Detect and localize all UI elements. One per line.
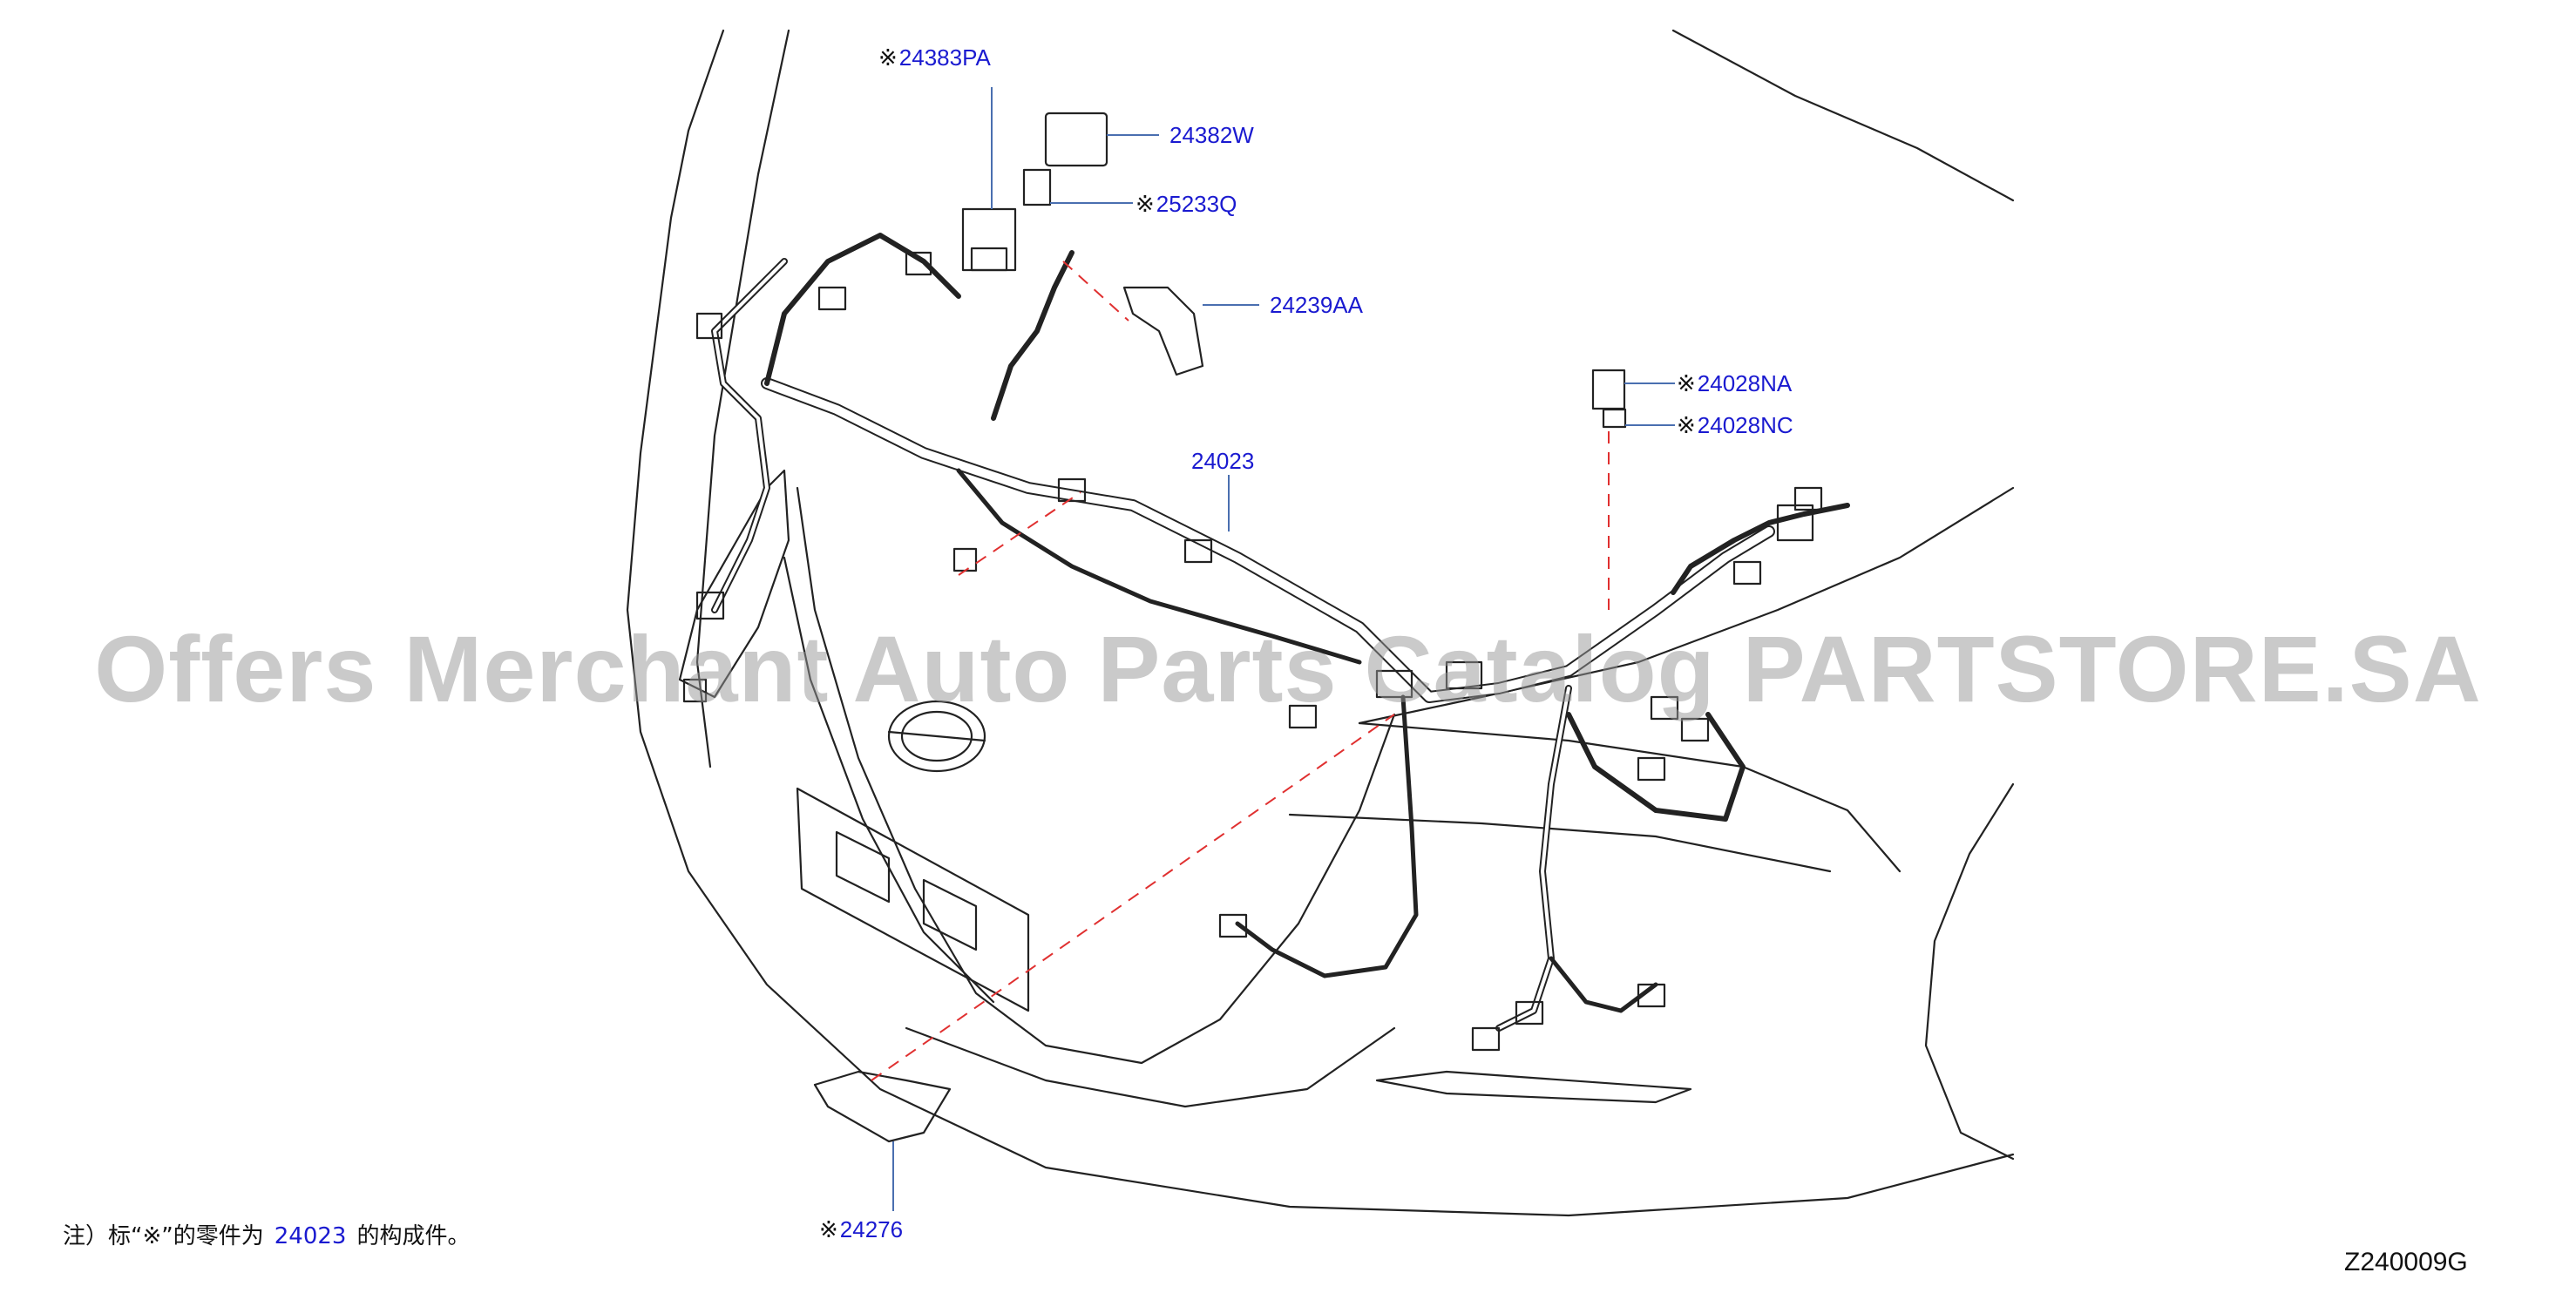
emblem-inner [900,710,973,762]
plate-hole-right [922,878,978,951]
fender-wheel [1924,782,2015,1161]
harness-mid-branch [956,468,1362,665]
headlamp-left [678,469,790,699]
callout-24239aa[interactable]: 24239AA [1270,292,1363,318]
fog-lamp-right [1375,1070,1692,1104]
plate-frame [796,787,1030,1012]
callout-24383pa[interactable]: ※24383PA [878,44,991,71]
hood-inner-left [695,29,790,768]
fender-top [1671,29,2015,202]
relay-24382w [1044,112,1108,167]
grille-inner [783,556,995,1004]
connector-24028na [1591,369,1626,410]
dashed-bracket-to-harness [1062,261,1129,322]
footnote: 注）标“※”的零件为 24023 的构成件。 [63,1218,471,1250]
footnote-middle: ”的零件为 [161,1223,264,1249]
bumper-line [1288,813,1832,873]
footnote-symbol: ※ [142,1223,162,1249]
harness-right-loop [1566,712,1746,822]
plate-hole-left [835,830,891,904]
hood-left-edge [626,29,2015,1217]
bracket-24276 [813,1070,952,1143]
callout-25233q[interactable]: ※25233Q [1135,191,1237,217]
fender-right [1358,486,2015,725]
harness-lower-branch [1235,694,1419,978]
dashed-clip-to-harness [958,491,1081,576]
footnote-ref-24023[interactable]: 24023 [274,1223,347,1249]
connector-24028nc [1602,408,1627,429]
callout-24023[interactable]: 24023 [1191,448,1255,474]
emblem-outer [887,700,986,773]
harness-left-loop [711,258,788,613]
callout-24028na[interactable]: ※24028NA [1677,370,1793,396]
harness-top-branch [764,233,961,386]
bumper-top [1358,721,1901,873]
callout-24028nc[interactable]: ※24028NC [1677,412,1793,438]
bumper-lower [905,1026,1396,1108]
harness-right-up [1671,503,1850,595]
harness-relay-branch [991,250,1074,421]
diagram-code: Z240009G [2344,1248,2468,1276]
footnote-suffix: 的构成件。 [356,1223,471,1249]
callout-24276[interactable]: ※24276 [819,1216,904,1242]
harness-main-trunk [761,377,1775,703]
dashed-24276-to-harness [871,714,1395,1081]
footnote-prefix: 注）标“ [63,1223,143,1249]
callout-24382w[interactable]: 24382W [1169,122,1254,148]
grille-outline [796,486,1396,1065]
relay-25233q [1022,168,1052,206]
bracket-24239aa [1122,286,1204,376]
